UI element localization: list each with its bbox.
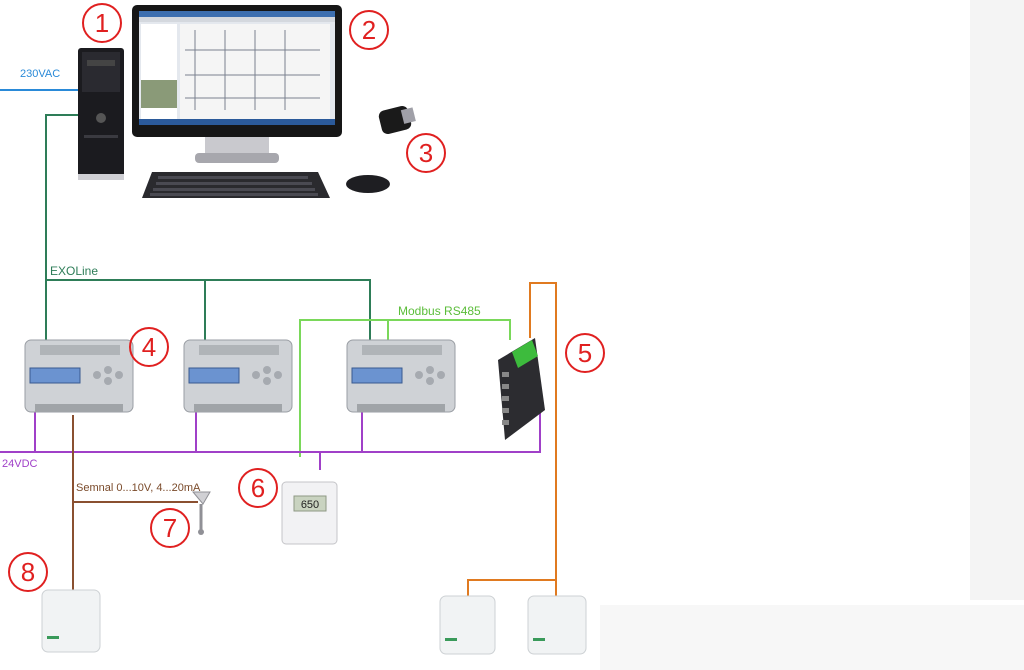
din-rail-module xyxy=(498,338,545,440)
modbus-label: Modbus RS485 xyxy=(398,304,481,318)
room-unit-wires xyxy=(467,282,557,598)
modbus-wires xyxy=(299,319,511,457)
display-sensor xyxy=(281,481,338,545)
mains-label: 230VAC xyxy=(20,68,61,80)
badge-8: 8 xyxy=(8,552,48,592)
controller-2 xyxy=(183,339,293,413)
usb-dongle xyxy=(378,106,416,134)
background-strip xyxy=(970,0,1024,600)
badge-5: 5 xyxy=(565,333,605,373)
pc-tower xyxy=(78,48,124,180)
background-strip-bottom xyxy=(600,605,1024,670)
signal-wires xyxy=(72,415,198,592)
badge-3: 3 xyxy=(406,133,446,173)
sensor-display-value: 650 xyxy=(301,499,319,511)
badge-6: 6 xyxy=(238,468,278,508)
controller-1 xyxy=(24,339,134,413)
signal-label: Semnal 0...10V, 4...20mA xyxy=(76,482,201,494)
room-unit-1 xyxy=(41,589,101,653)
supply-label: 24VDC xyxy=(2,458,38,470)
badge-4: 4 xyxy=(129,327,169,367)
exoline-label: EXOLine xyxy=(50,264,99,278)
monitor xyxy=(132,5,342,163)
mouse xyxy=(346,175,390,193)
badge-1: 1 xyxy=(82,3,122,43)
room-unit-2 xyxy=(439,595,496,655)
controller-3 xyxy=(346,339,456,413)
badge-7: 7 xyxy=(150,508,190,548)
probe-sensor xyxy=(191,491,211,535)
supply-wires xyxy=(0,408,541,470)
keyboard xyxy=(142,172,330,198)
room-unit-3 xyxy=(527,595,587,655)
badge-2: 2 xyxy=(349,10,389,50)
